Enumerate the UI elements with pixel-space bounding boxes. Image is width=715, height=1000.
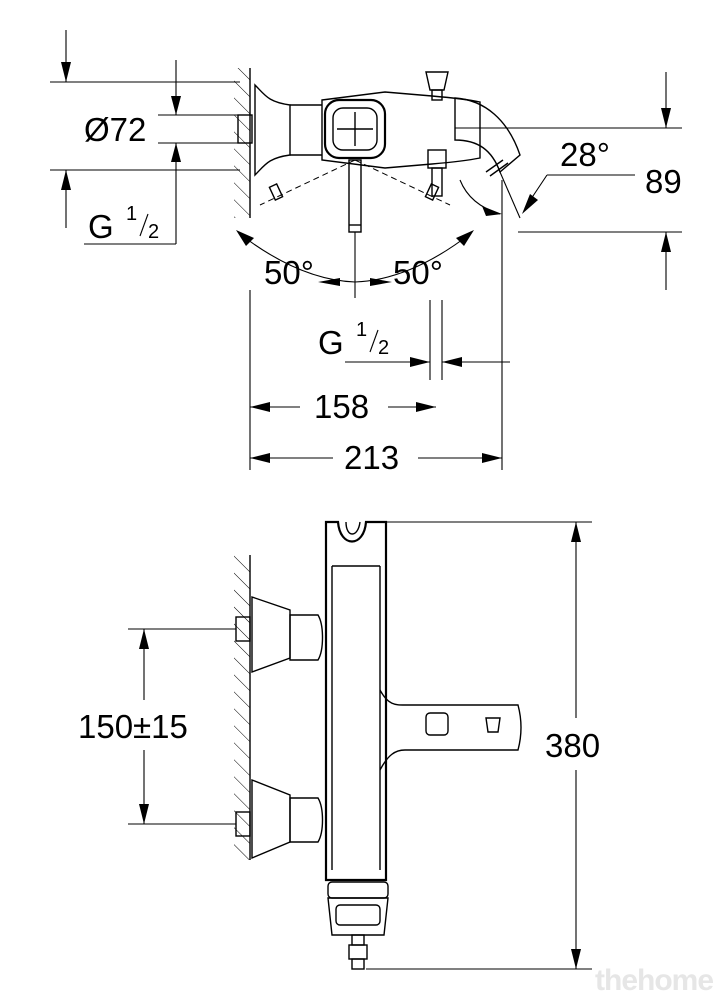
diverter-knob — [425, 71, 449, 101]
angle-left-label: 50° — [264, 254, 314, 291]
diameter-dimension — [50, 30, 240, 228]
height-89-dimension — [455, 72, 682, 290]
watermark: thehome — [595, 964, 713, 997]
width-dimensions — [249, 180, 503, 470]
lever-front — [379, 689, 522, 771]
lever-top — [348, 159, 362, 233]
wall-front — [234, 555, 251, 860]
shower-outlet-top — [427, 149, 447, 197]
spout-angle-label: 28° — [560, 136, 610, 173]
height-89-label: 89 — [645, 163, 682, 200]
top-view: 50° 50° Ø72 G 1 2 — [50, 30, 682, 476]
angle-arcs — [236, 230, 474, 298]
inlet-spacing-label: 150±15 — [78, 708, 188, 745]
bottom-outlet — [327, 881, 389, 970]
thread-right-label: G 1 2 — [318, 319, 389, 361]
body-height-dimension — [366, 521, 592, 970]
thread-left-dimension — [84, 60, 238, 245]
svg-text:2: 2 — [148, 221, 159, 243]
svg-text:G: G — [88, 208, 114, 245]
inlet-spacing-dimension — [128, 628, 236, 825]
diameter-label: Ø72 — [84, 111, 146, 148]
svg-text:1: 1 — [126, 203, 137, 225]
thermostat-body — [324, 520, 388, 882]
width-158-label: 158 — [314, 388, 369, 425]
body-height-label: 380 — [545, 727, 600, 764]
front-view: 150±15 380 — [78, 520, 600, 970]
svg-text:G: G — [318, 324, 344, 361]
thread-left-label: G 1 2 — [88, 203, 159, 245]
angle-right-label: 50° — [393, 254, 443, 291]
width-213-label: 213 — [344, 439, 399, 476]
spout-top — [454, 97, 521, 177]
escutcheon-top — [237, 83, 322, 177]
svg-text:1: 1 — [356, 319, 367, 341]
svg-text:2: 2 — [378, 337, 389, 359]
spout-angle — [459, 171, 635, 219]
thread-right-dimension — [345, 300, 510, 380]
mixer-body-top — [321, 91, 481, 169]
rotation-guides — [259, 159, 451, 206]
